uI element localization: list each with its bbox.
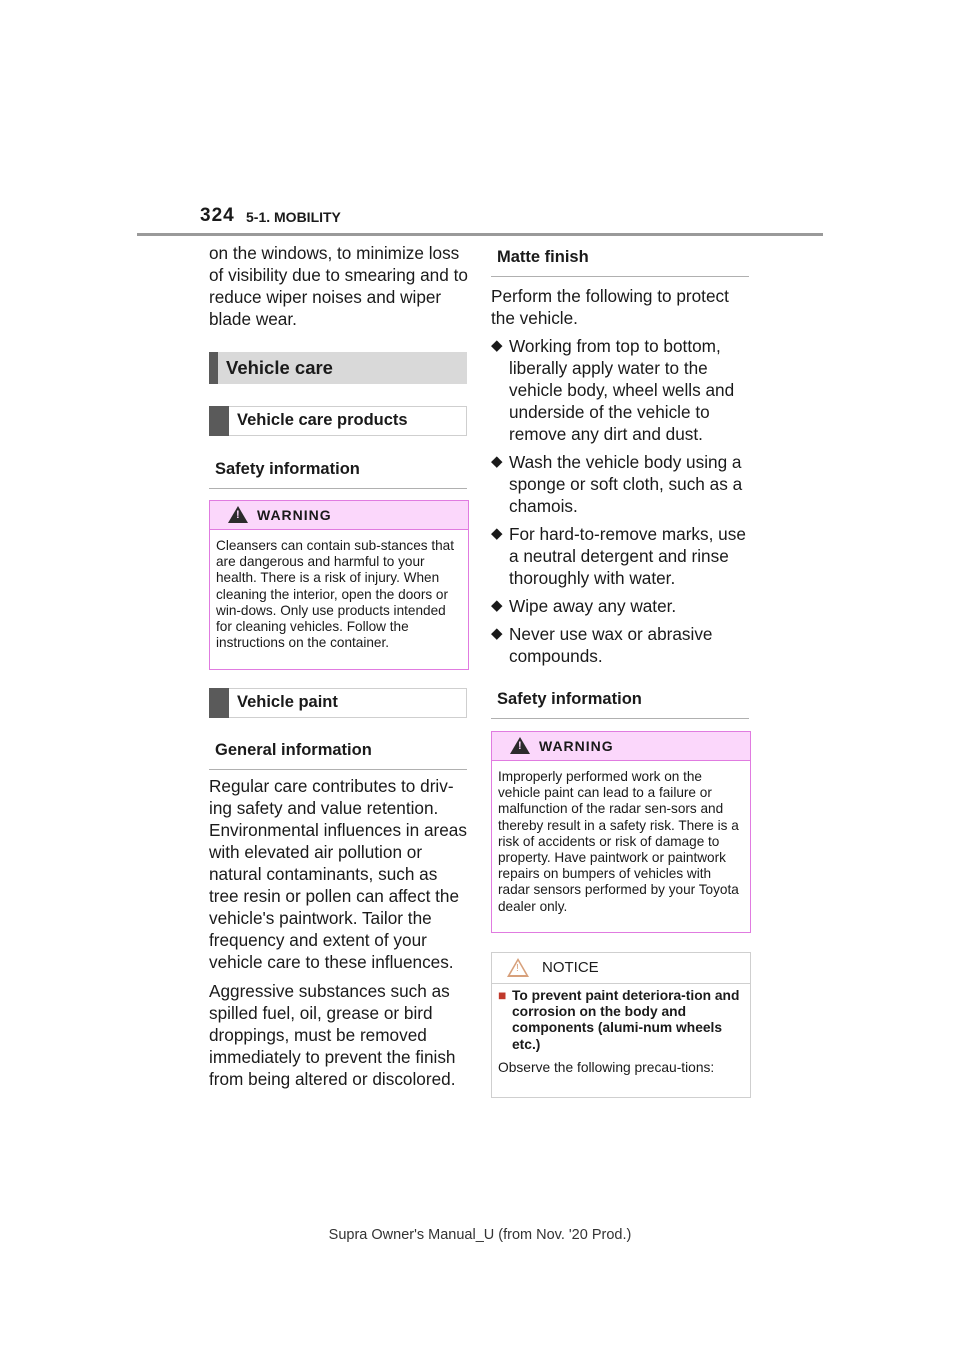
warning-header: WARNING — [210, 501, 468, 530]
bullet-diamond-icon: ◆ — [491, 625, 503, 642]
warning-text: Improperly performed work on the vehicle… — [498, 769, 739, 914]
safety-information-title: Safety information — [215, 460, 360, 478]
header-divider — [137, 233, 823, 236]
bullet-diamond-icon: ◆ — [491, 453, 503, 470]
safety-information-heading-right: Safety information — [491, 690, 749, 719]
intro-paragraph: on the windows, to minimize loss of visi… — [209, 243, 468, 329]
safety-information-title: Safety information — [497, 690, 642, 708]
warning-icon — [228, 506, 248, 523]
vehicle-care-products-heading: Vehicle care products — [209, 406, 467, 436]
vehicle-paint-heading: Vehicle paint — [209, 688, 467, 718]
warning-box: WARNING Cleansers can contain sub-stance… — [209, 500, 469, 670]
heading-marker — [209, 352, 218, 384]
vehicle-care-title: Vehicle care — [226, 357, 333, 378]
matte-finish-title: Matte finish — [497, 248, 589, 266]
aggressive-substances-paragraph: Aggressive substances such as spilled fu… — [209, 981, 456, 1089]
notice-box: NOTICE ■ To prevent paint deteriora-tion… — [491, 952, 751, 1098]
safety-information-heading: Safety information — [209, 460, 467, 489]
list-item: ◆Wash the vehicle body using a sponge or… — [491, 452, 743, 516]
list-item: ◆For hard-to-remove marks, use a neutral… — [491, 524, 746, 588]
bullet-diamond-icon: ◆ — [491, 337, 503, 354]
general-information-heading: General information — [209, 741, 467, 770]
notice-item-title: ■ To prevent paint deteriora-tion and co… — [498, 988, 740, 1052]
vehicle-care-heading: Vehicle care — [209, 352, 467, 384]
vehicle-paint-title: Vehicle paint — [237, 693, 338, 711]
matte-care-list: ◆Working from top to bottom, liberally a… — [491, 335, 753, 673]
notice-header: NOTICE — [492, 953, 750, 984]
warning-label: WARNING — [257, 507, 332, 523]
warning-header: WARNING — [492, 732, 750, 761]
care-paragraph: Regular care contributes to driv-ing saf… — [209, 776, 467, 972]
warning-label: WARNING — [539, 738, 614, 754]
page-number: 324 — [200, 205, 235, 226]
bullet-diamond-icon: ◆ — [491, 525, 503, 542]
section-title: 5-1. MOBILITY — [246, 209, 341, 225]
footer-manual-title: Supra Owner's Manual_U (from Nov. '20 Pr… — [328, 1227, 632, 1243]
notice-label: NOTICE — [542, 959, 599, 976]
heading-marker — [209, 406, 229, 436]
warning-text: Cleansers can contain sub-stances that a… — [216, 538, 455, 651]
list-item: ◆Wipe away any water. — [491, 596, 677, 616]
notice-icon — [507, 958, 529, 977]
notice-item-text: Observe the following precau-tions: — [498, 1059, 715, 1075]
general-information-title: General information — [215, 741, 372, 759]
heading-marker — [209, 688, 229, 718]
notice-body: ■ To prevent paint deteriora-tion and co… — [492, 984, 750, 1076]
bullet-diamond-icon: ◆ — [491, 597, 503, 614]
square-bullet-icon: ■ — [498, 988, 507, 1003]
vehicle-care-products-title: Vehicle care products — [237, 411, 408, 429]
matte-finish-heading: Matte finish — [491, 248, 749, 277]
warning-box-paint: WARNING Improperly performed work on the… — [491, 731, 751, 933]
warning-icon — [510, 737, 530, 754]
list-item: ◆Working from top to bottom, liberally a… — [491, 336, 735, 444]
list-item: ◆Never use wax or abrasive compounds. — [491, 624, 713, 666]
protect-paragraph: Perform the following to protect the veh… — [491, 286, 729, 328]
